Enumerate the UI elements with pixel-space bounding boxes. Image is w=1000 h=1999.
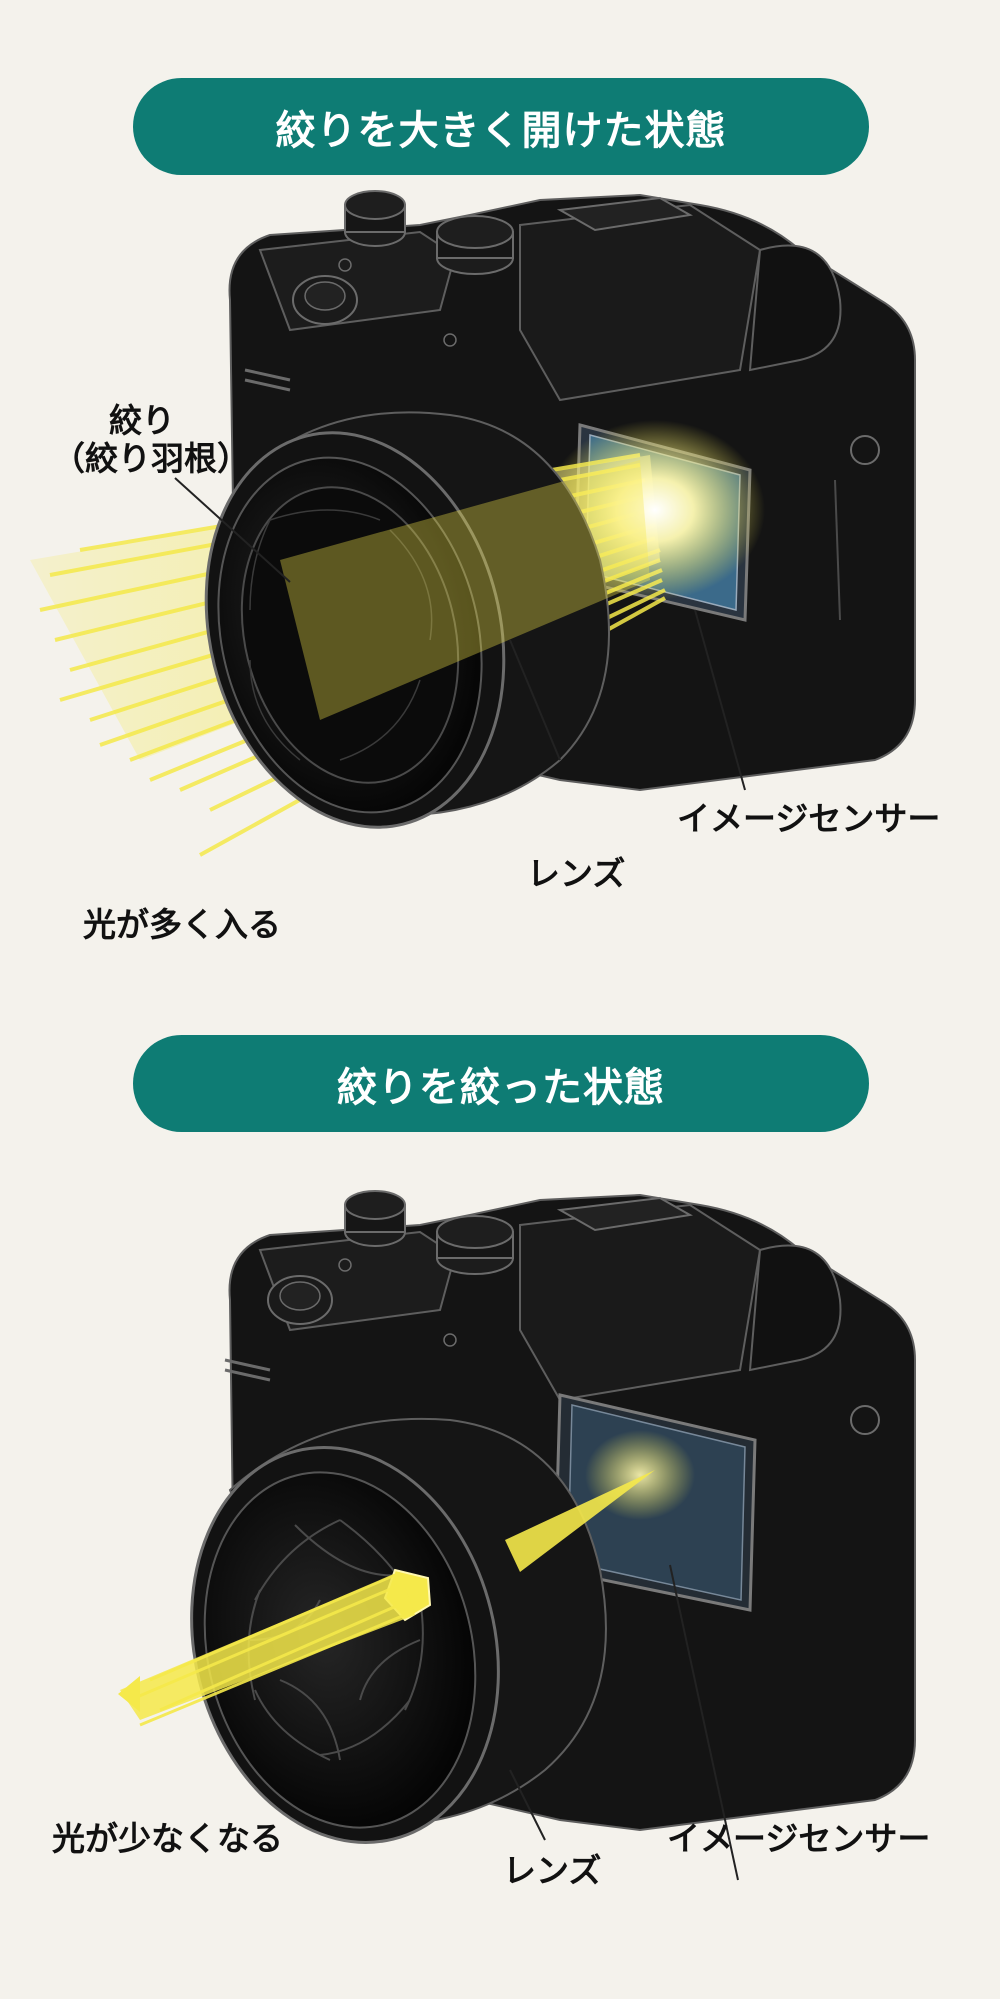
lens-label-bottom: レンズ xyxy=(503,1851,602,1890)
less-light-label: 光が少なくなる xyxy=(52,1819,283,1858)
lens-label-top: レンズ xyxy=(527,854,626,893)
image-sensor-bottom xyxy=(553,1393,757,1612)
leader-lines-top xyxy=(174,477,746,791)
aperture-label-line2: （絞り羽根） xyxy=(52,438,250,478)
leader-lines-bottom xyxy=(509,1564,739,1881)
light-beams-bottom xyxy=(118,1470,655,1727)
more-light-label: 光が多く入る xyxy=(83,905,281,944)
lens-top xyxy=(204,411,650,829)
stopped-down-aperture-diagram xyxy=(118,1190,916,1881)
lens-bottom xyxy=(190,1417,607,1844)
light-arrow-head xyxy=(118,1676,140,1712)
open-aperture-diagram xyxy=(30,190,916,857)
open-aperture-title: 絞りを大きく開けた状態 xyxy=(133,78,869,175)
sensor-label-top: イメージセンサー xyxy=(677,799,941,838)
aperture-label-line1: 絞り xyxy=(109,401,175,440)
aperture-label: 絞り （絞り羽根） xyxy=(52,401,250,478)
sensor-label-bottom: イメージセンサー xyxy=(667,1819,931,1858)
stopped-down-title: 絞りを絞った状態 xyxy=(133,1035,869,1132)
